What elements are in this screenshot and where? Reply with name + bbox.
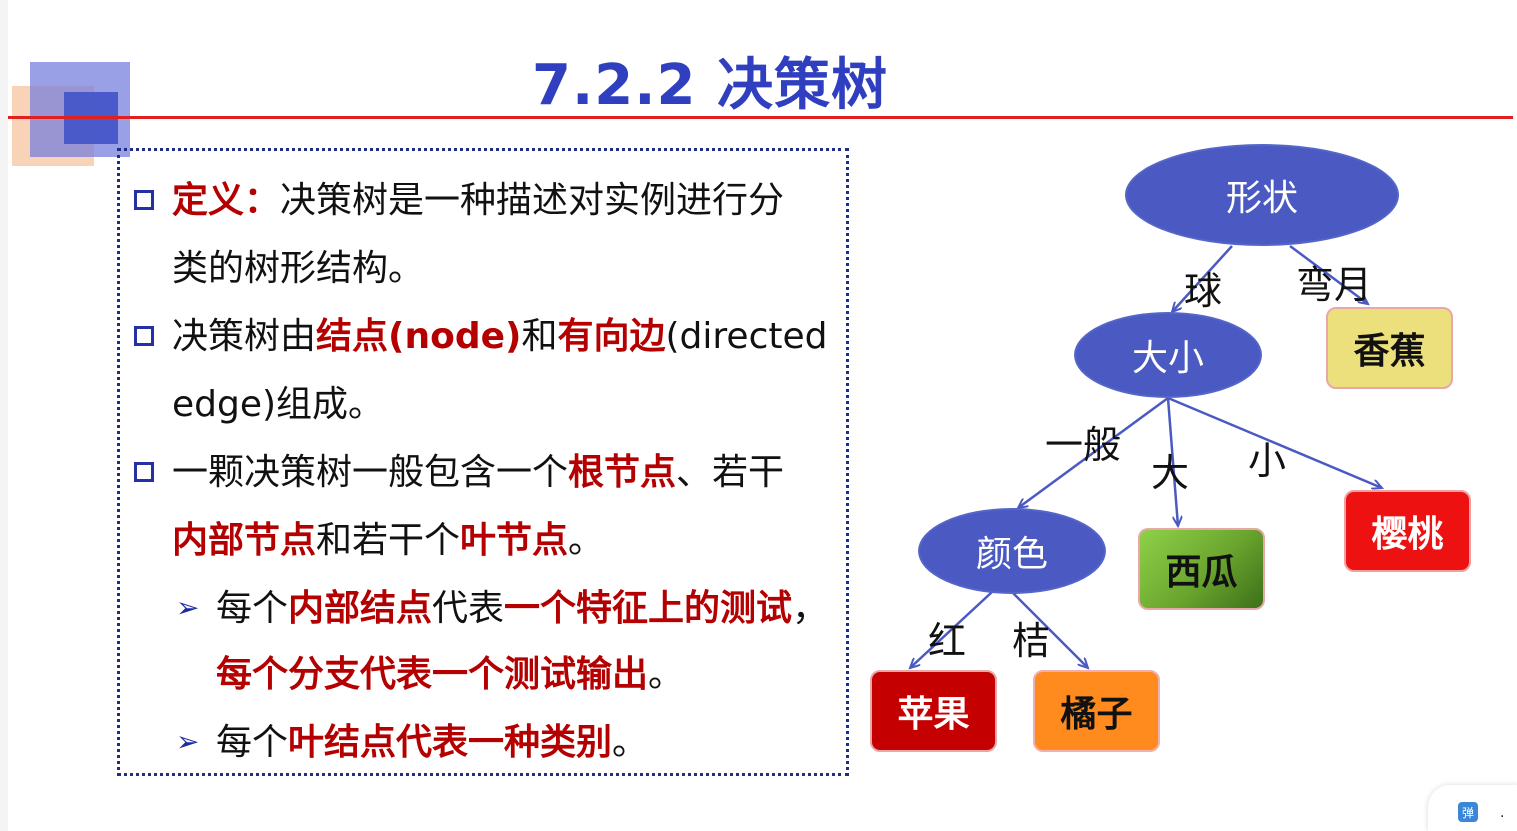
bullet-2-line-1: 决策树由结点(node)和有向边(directed — [172, 316, 828, 357]
edge-label-small: 小 — [1248, 439, 1287, 483]
floating-danmaku-button[interactable]: 弹 · — [1428, 785, 1517, 831]
edge-label-red: 红 — [928, 619, 967, 663]
definition-label: 定义： — [172, 180, 281, 221]
leaf-watermelon: 西瓜 — [1138, 528, 1265, 610]
node-term: 结点(node) — [316, 316, 522, 357]
bullet-icon — [134, 190, 154, 210]
definition-box: 定义：决策树是一种描述对实例进行分 类的树形结构。 决策树由结点(node)和有… — [117, 148, 849, 776]
sub-bullet-1-line-1: 每个内部结点代表一个特征上的测试， — [216, 588, 829, 629]
leaf-banana: 香蕉 — [1326, 307, 1453, 389]
bullet-3-line-2: 内部节点和若干个叶节点。 — [172, 520, 605, 561]
tree-node-color: 颜色 — [918, 508, 1106, 594]
internal-node-term: 内部节点 — [172, 520, 317, 561]
bullet-1-line-2: 类的树形结构。 — [172, 248, 425, 289]
slide — [8, 0, 1515, 831]
edge-label-normal: 一般 — [1045, 423, 1122, 467]
more-dots-icon: · — [1500, 809, 1505, 825]
bullet-icon — [134, 326, 154, 346]
edge-root-banana — [1289, 244, 1368, 304]
arrow-bullet-icon: ➢ — [176, 591, 200, 624]
edge-size-cherry — [1167, 396, 1382, 488]
bullet-icon — [134, 462, 154, 482]
arrow-bullet-icon: ➢ — [176, 725, 200, 758]
leaf-orange: 橘子 — [1033, 670, 1160, 752]
title-underline — [8, 116, 1513, 119]
edge-label-orange: 桔 — [1012, 619, 1051, 663]
bullet-2-line-2: edge)组成。 — [172, 384, 385, 425]
edge-size-watermelon — [1166, 397, 1178, 526]
edge-label-big: 大 — [1151, 451, 1190, 495]
leaf-cherry: 樱桃 — [1344, 490, 1471, 572]
edge-term: 有向边 — [557, 316, 666, 357]
root-node-term: 根节点 — [568, 452, 677, 493]
danmaku-icon: 弹 — [1458, 802, 1478, 822]
sub-bullet-2-line-1: 每个叶结点代表一种类别。 — [216, 722, 649, 763]
window-edge — [0, 0, 8, 831]
slide-title: 7.2.2 决策树 — [532, 53, 888, 118]
bullet-3-line-1: 一颗决策树一般包含一个根节点、若干 — [172, 452, 785, 493]
edge-label-ball: 球 — [1184, 269, 1223, 313]
tree-node-size: 大小 — [1074, 312, 1262, 398]
edge-size-color — [1018, 396, 1169, 508]
edge-color-orange — [1011, 591, 1088, 668]
leaf-apple: 苹果 — [870, 670, 997, 752]
edge-label-crescent: 弯月 — [1296, 263, 1373, 307]
leaf-node-term: 叶节点 — [460, 520, 569, 561]
definition-text: 决策树是一种描述对实例进行分 — [280, 180, 785, 221]
sub-bullet-1-line-2: 每个分支代表一个测试输出。 — [216, 654, 685, 695]
tree-node-shape: 形状 — [1125, 144, 1399, 246]
edge-root-size — [1172, 245, 1233, 312]
edge-color-apple — [910, 591, 993, 668]
bullet-1-line-1: 定义：决策树是一种描述对实例进行分 — [172, 181, 784, 221]
